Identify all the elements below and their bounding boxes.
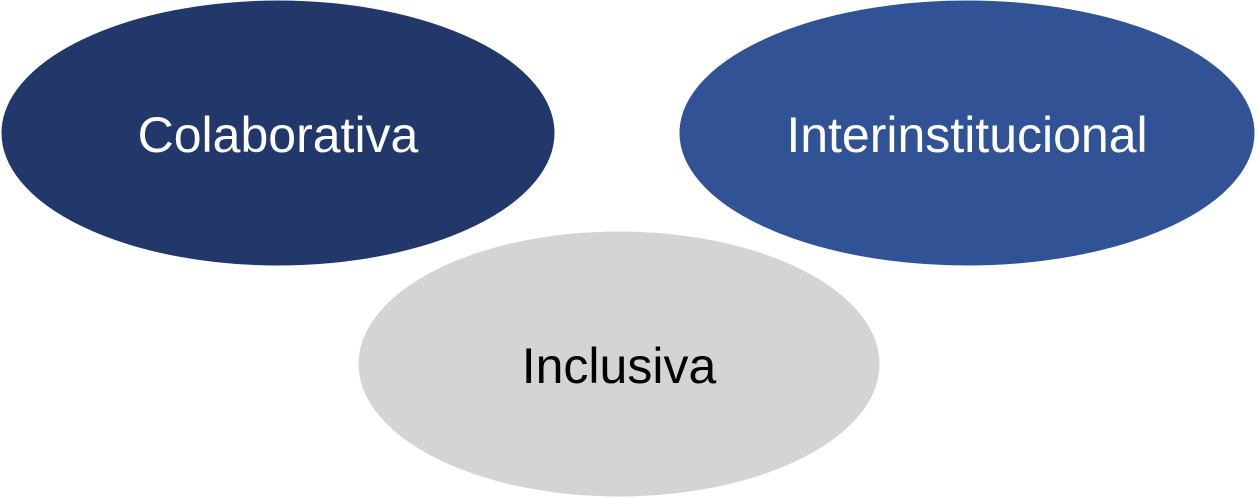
- ellipse-interinstitucional: [676, 0, 1257, 269]
- node-inclusiva: Inclusiva: [355, 228, 883, 498]
- label-inclusiva: Inclusiva: [522, 338, 717, 394]
- node-colaborativa: Colaborativa: [0, 0, 558, 269]
- label-interinstitucional: Interinstitucional: [786, 107, 1147, 163]
- ellipse-colaborativa: [0, 0, 558, 269]
- ellipse-inclusiva: [355, 228, 883, 498]
- node-interinstitucional: Interinstitucional: [676, 0, 1257, 269]
- label-colaborativa: Colaborativa: [138, 107, 419, 163]
